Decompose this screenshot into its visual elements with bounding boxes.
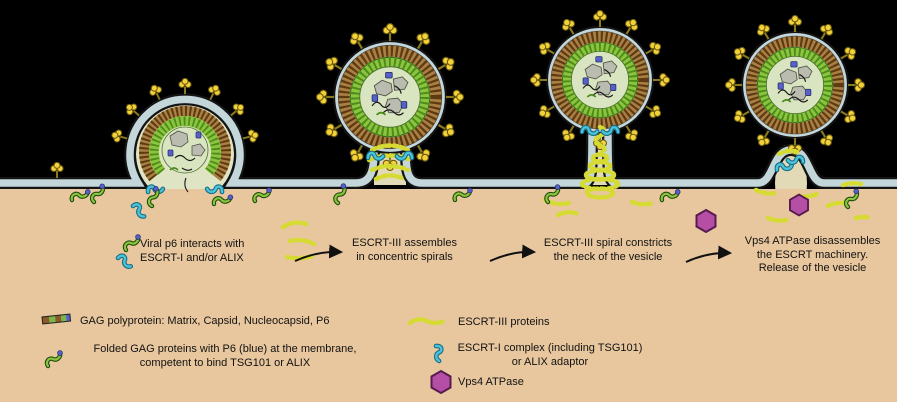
arrow-stage2-to-3	[489, 244, 537, 262]
label-line: the neck of the vesicle	[553, 250, 663, 263]
label-line: Viral p6 interacts with	[140, 238, 245, 250]
label-line: Folded GAG proteins with P6 (blue) at th…	[93, 343, 357, 355]
stage-2-caption: ESCRT-III assembles in concentric spiral…	[332, 237, 477, 264]
legend-escrt3: ESCRT-III proteins	[458, 316, 618, 330]
label-line: Vps4 ATPase	[458, 376, 524, 388]
escrt-disassembly-stage-4	[695, 148, 873, 233]
legend-escrt1: ESCRT-I complex (including TSG101) or AL…	[452, 342, 648, 369]
arrow-stage1-to-2	[294, 244, 344, 262]
label-line: GAG polyprotein: Matrix, Capsid, Nucleoc…	[80, 315, 330, 327]
legend-vps4: Vps4 ATPase	[458, 376, 578, 390]
label-line: ESCRT-III spiral constricts	[543, 237, 673, 249]
legend-folded-gag: Folded GAG proteins with P6 (blue) at th…	[85, 343, 365, 370]
vps4-atpase	[789, 193, 809, 217]
legend-icons	[41, 313, 452, 394]
label-line: in concentric spirals	[356, 250, 453, 263]
stage-3-caption: ESCRT-III spiral constricts the neck of …	[528, 237, 688, 264]
label-line: Vps4 ATPase disassembles	[744, 235, 881, 247]
label-line: Release of the vesicle	[758, 262, 867, 274]
label-line: ESCRT-I and/or ALIX	[140, 251, 244, 264]
escrt3-beads-icon	[407, 317, 447, 326]
stage-arrows	[294, 244, 733, 263]
budding-virion-stage-1	[109, 77, 261, 217]
label-line: ESCRT-III assembles	[352, 237, 457, 249]
vps4-atpase	[695, 209, 717, 233]
label-line: competent to bind TSG101 or ALIX	[139, 356, 311, 369]
label-line: ESCRT-I complex (including TSG101)	[457, 342, 643, 354]
escrt3-spiral-stage-2	[280, 143, 413, 261]
label-line: ESCRT-III proteins	[458, 316, 550, 328]
stage-4-caption: Vps4 ATPase disassembles the ESCRT machi…	[730, 235, 895, 276]
legend-gag-polyprotein: GAG polyprotein: Matrix, Capsid, Nucleoc…	[80, 315, 400, 329]
arrow-stage3-to-4	[685, 245, 733, 263]
label-line: or ALIX adaptor	[511, 355, 589, 368]
label-line: the ESCRT machinery.	[756, 248, 869, 261]
stage-1-caption: Viral p6 interacts with ESCRT-I and/or A…	[140, 238, 280, 265]
